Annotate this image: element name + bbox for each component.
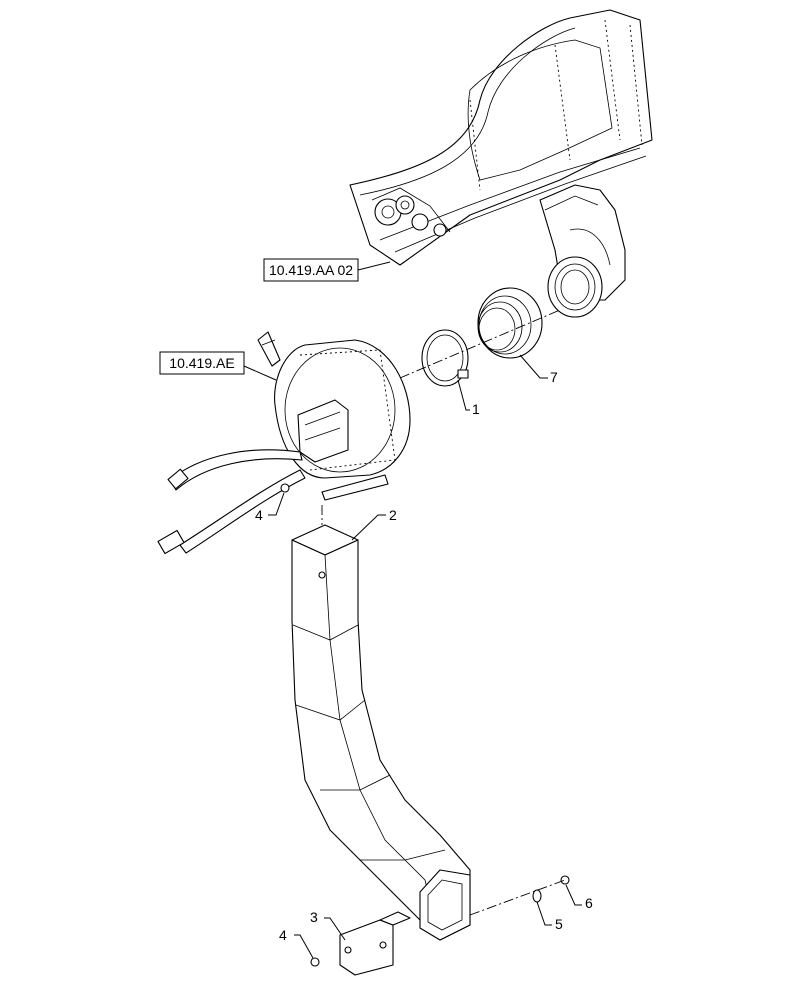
callout-3: 3 [310, 909, 346, 941]
fan-motor-assembly [157, 331, 411, 555]
seal-ring-part-7 [477, 287, 543, 359]
svg-text:4: 4 [279, 927, 287, 943]
svg-text:5: 5 [555, 916, 563, 932]
nut-part-6 [560, 875, 570, 885]
callout-2: 2 [351, 507, 397, 541]
svg-text:4: 4 [255, 507, 263, 523]
reference-label-upper: 10.419.AA 02 [263, 258, 391, 282]
callout-4-upper: 4 [255, 492, 285, 523]
svg-text:6: 6 [585, 895, 593, 911]
upper-frame-assembly [349, 9, 653, 318]
svg-text:1: 1 [472, 401, 480, 417]
svg-text:2: 2 [389, 507, 397, 523]
svg-text:10.419.AA 02: 10.419.AA 02 [269, 262, 353, 278]
duct-part-2 [291, 524, 471, 941]
bracket-part-3 [339, 911, 411, 976]
svg-text:10.419.AE: 10.419.AE [169, 355, 234, 371]
bolt-part-4-lower [310, 957, 320, 967]
callout-1: 1 [457, 379, 480, 417]
center-lines [321, 309, 566, 916]
callout-4-lower: 4 [279, 927, 314, 959]
svg-text:3: 3 [310, 909, 318, 925]
callout-5: 5 [536, 901, 563, 932]
callout-6: 6 [565, 884, 593, 911]
reference-label-left: 10.419.AE [159, 351, 277, 381]
svg-text:7: 7 [550, 369, 558, 385]
callout-7: 7 [519, 354, 558, 385]
hose-clamp-part-1 [421, 329, 469, 387]
